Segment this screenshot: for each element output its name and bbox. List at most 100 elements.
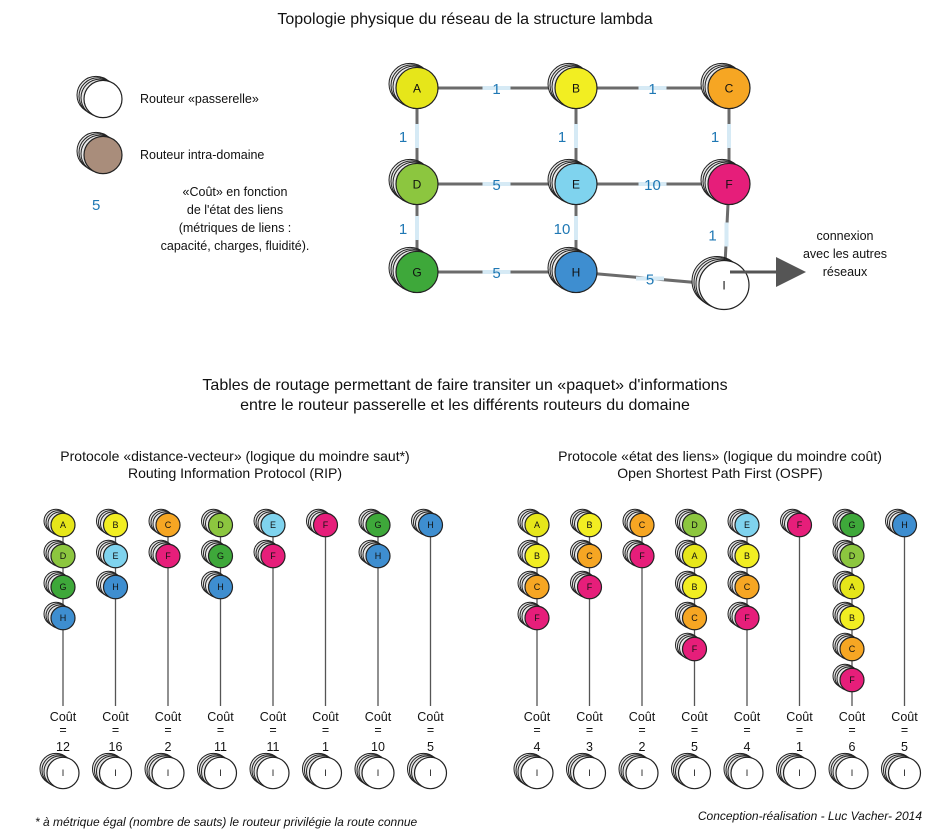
route-hop-h: H [201,570,234,600]
link-label-bg [415,124,419,148]
router-label: C [849,644,856,654]
router-label: I [429,768,432,778]
route-hop-b: B [96,508,129,538]
cost-equals: = [374,723,381,737]
legend-gateway-router-icon [76,75,123,119]
router-node-b: B [547,62,598,110]
cost-equals: = [59,723,66,737]
cost-equals: = [901,723,908,737]
router-node-f: F [700,158,751,206]
route-hop-b: B [832,601,865,631]
router-label: H [112,582,119,592]
router-label: I [62,768,65,778]
router-label: A [691,551,697,561]
cost-word: Coût [312,710,339,724]
cost-equals: = [848,723,855,737]
route-hop-f: F [306,508,339,538]
cost-equals: = [322,723,329,737]
router-label: H [375,551,382,561]
route-gateway-i: I [513,752,554,790]
tables-title-line: Tables de routage permettant de faire tr… [202,377,727,394]
link-label-bg [482,182,511,186]
link-cost: 5 [492,265,500,282]
route-hop-f: F [780,508,813,538]
cost-word: Coût [260,710,287,724]
cost-value: 2 [165,740,172,754]
router-label: B [849,613,855,623]
router-label: F [323,520,329,530]
cost-equals: = [691,723,698,737]
router-label: A [60,520,66,530]
router-label: G [412,266,421,280]
router-node-d: D [388,158,439,206]
cost-value: 4 [534,740,541,754]
router-label: G [59,582,66,592]
route-hop-f: F [675,632,708,662]
external-connection-label: connexion [817,229,874,243]
route-hop-g: G [358,508,391,538]
cost-word: Coût [734,710,761,724]
router-label: E [112,551,118,561]
router-label: C [691,613,698,623]
router-label: G [217,551,224,561]
route-hop-f: F [832,663,865,693]
legend-intra-label: Routeur intra-domaine [140,148,264,162]
link-label-bg [636,276,664,281]
cost-word: Coût [417,710,444,724]
link-cost: 10 [554,221,571,238]
router-label: D [691,520,698,530]
cost-value: 11 [214,740,227,754]
route-gateway-i: I [92,752,133,790]
router-node-g: G [388,246,439,294]
rip-title-line: Routing Information Protocol (RIP) [128,465,342,481]
router-label: C [725,82,734,96]
router-node-h: H [547,246,598,294]
router-label: H [572,266,581,280]
page-title: Topologie physique du réseau de la struc… [277,11,652,28]
route-gateway-i: I [881,752,922,790]
cost-word: Coût [629,710,656,724]
router-label: E [744,520,750,530]
link-label-bg [482,270,511,274]
router-label: H [60,613,67,623]
cost-value: 4 [744,740,751,754]
route-hop-f: F [622,539,655,569]
cost-equals: = [586,723,593,737]
router-label: C [586,551,593,561]
legend-cost-desc-line: (métriques de liens : [179,221,292,235]
router-node-i: I [691,256,750,311]
router-label: I [903,768,906,778]
router-node-a: A [388,62,439,110]
link-label-bg [727,124,731,148]
link-cost: 1 [648,81,656,98]
router-node-e: E [547,158,598,206]
router-label: H [901,520,908,530]
route-gateway-i: I [144,752,185,790]
route-hop-f: F [148,539,181,569]
legend-cost-desc-line: «Coût» en fonction [183,185,288,199]
external-connection-label: réseaux [823,265,868,279]
route-gateway-i: I [776,752,817,790]
cost-word: Coût [524,710,551,724]
router-label: F [725,178,732,192]
route-hop-c: C [517,570,550,600]
cost-value: 11 [267,740,280,754]
route-hop-c: C [675,601,708,631]
router-label: C [165,520,172,530]
router-label: I [114,768,117,778]
route-hop-a: A [675,539,708,569]
cost-equals: = [796,723,803,737]
cost-equals: = [269,723,276,737]
ospf-routing-table: ABCFCoût=4IBCFCoût=3ICFCoût=2IDABCFCoût=… [513,508,922,790]
link-cost: 1 [399,129,407,146]
router-label: G [374,520,381,530]
